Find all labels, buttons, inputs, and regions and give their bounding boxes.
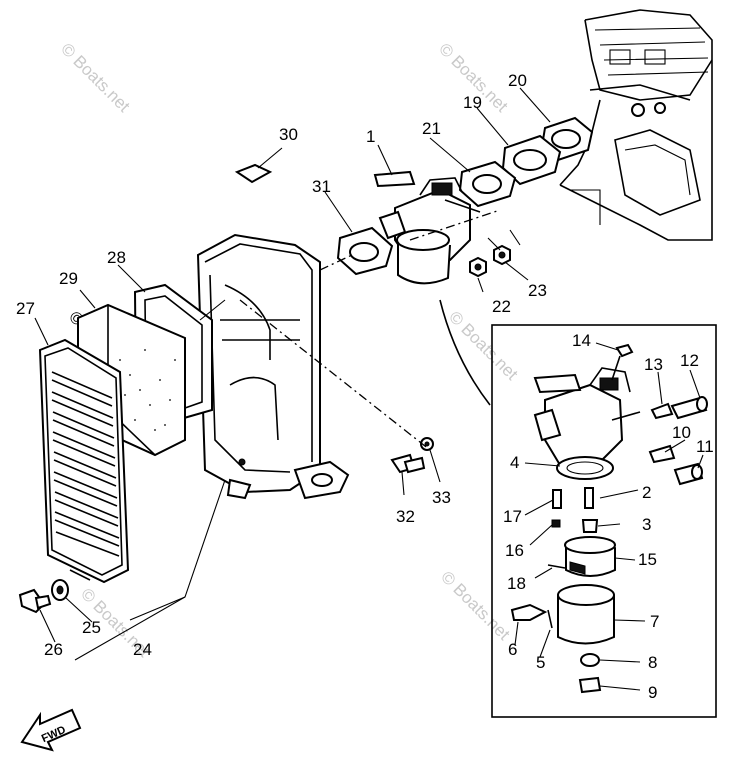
detail-washer-screw [578,653,602,694]
callout-21: 21 [422,119,441,138]
leader-lines [34,87,704,691]
watermark-4: © Boats.net [437,567,514,644]
callout-17: 17 [503,507,522,526]
callout-8: 8 [648,653,657,672]
callout-14: 14 [572,331,591,350]
callout-numbers: 1 2 3 4 5 6 7 8 9 10 11 12 13 14 15 16 1… [16,71,714,702]
callout-15: 15 [638,550,657,569]
cover-27 [38,338,130,584]
callout-27: 27 [16,299,35,318]
louvers [51,371,120,557]
gaskets-intake [458,116,594,208]
callout-5: 5 [536,653,545,672]
detail-jets [551,487,599,533]
engine-block [559,9,713,241]
callout-6: 6 [508,640,517,659]
callout-13: 13 [644,355,663,374]
detail-needle [510,603,553,629]
callout-10: 10 [672,423,691,442]
cap-30 [234,163,273,184]
carburetor-detail-box [491,324,717,718]
callout-30: 30 [279,125,298,144]
callout-32: 32 [396,507,415,526]
detail-screws [648,396,708,486]
callout-29: 29 [59,269,78,288]
nuts-22-23 [469,229,521,278]
detail-float-bowl [557,584,615,645]
gasket-4 [556,456,614,480]
callout-19: 19 [463,93,482,112]
detail-float [547,536,616,577]
silencer-case [196,233,350,500]
callout-11: 11 [696,437,714,456]
watermark-3: © Boats.net [445,307,522,384]
callout-26: 26 [44,640,63,659]
watermark-1: © Boats.net [57,39,134,116]
callout-23: 23 [528,281,547,300]
callout-9: 9 [648,683,657,702]
callout-33: 33 [432,488,451,507]
callout-28: 28 [107,248,126,267]
callout-1: 1 [366,127,375,146]
forward-arrow-icon: FWD [20,708,82,752]
carburetor-main [373,170,481,285]
callout-4: 4 [510,453,519,472]
callout-22: 22 [492,297,511,316]
filter-texture [119,349,176,431]
callout-12: 12 [680,351,699,370]
callout-16: 16 [505,541,524,560]
callout-25: 25 [82,618,101,637]
detail-carburetor [533,343,641,467]
callout-18: 18 [507,574,526,593]
bolt-26-washer-25 [18,579,69,614]
bolt-32-washer-33 [390,437,434,474]
callout-7: 7 [650,612,659,631]
callout-20: 20 [508,71,527,90]
callout-2: 2 [642,483,651,502]
callout-31: 31 [312,177,331,196]
choke-lever [373,170,416,188]
callout-3: 3 [642,515,651,534]
assembly-lines [74,209,501,661]
callout-24: 24 [133,640,152,659]
